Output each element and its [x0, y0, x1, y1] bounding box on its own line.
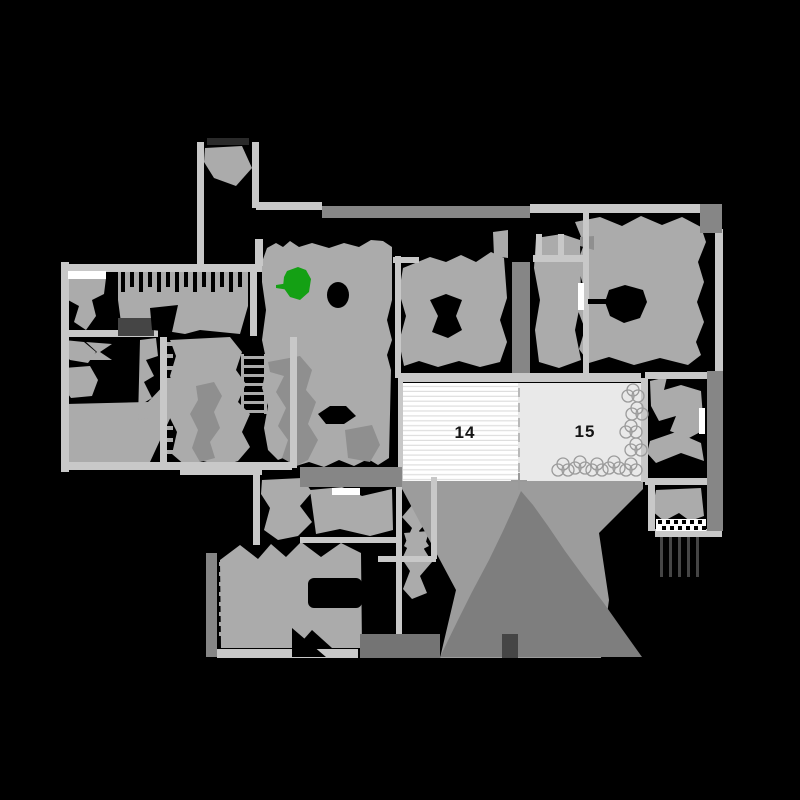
floor-blob	[493, 230, 508, 258]
floor-blob	[310, 487, 393, 536]
dark-bar-layer	[206, 204, 723, 657]
top-dark-bar	[322, 206, 530, 218]
floor-blob	[204, 146, 252, 186]
dark-cabinet-block	[118, 318, 154, 336]
door-window-layer	[68, 271, 705, 495]
floor-blob	[86, 342, 112, 360]
black-holes-layer	[121, 272, 647, 657]
door-slot	[332, 488, 360, 495]
floor-blob	[261, 478, 312, 540]
floor-blob	[138, 338, 158, 420]
floor-blob	[65, 278, 106, 330]
floor-blob	[534, 234, 581, 368]
floor-blob	[62, 366, 98, 398]
floor-blob	[66, 358, 197, 462]
courtyard-black-wedge	[601, 493, 643, 594]
pyramid-shadow	[440, 491, 642, 657]
right-dark-column	[707, 371, 723, 531]
floor-blob	[647, 432, 704, 463]
mid-dark-bar	[300, 467, 402, 487]
stairs-icon	[656, 519, 706, 577]
tree-icon	[276, 267, 311, 300]
corridor-lintel	[207, 138, 249, 145]
room-14[interactable]	[403, 383, 518, 481]
floor-blob	[652, 488, 704, 521]
floor-blob	[402, 531, 432, 599]
walls-layer	[61, 142, 723, 658]
floor-blob-bottom-left	[220, 542, 362, 648]
bottom-left-dark-bar	[206, 553, 217, 657]
top-right-block	[700, 204, 722, 233]
room-14-label: 14	[455, 423, 476, 442]
room-15-label: 15	[575, 422, 596, 441]
door-slot	[699, 408, 705, 434]
central-shaft	[512, 262, 530, 373]
pyramid-notch	[502, 634, 518, 658]
door-slot	[578, 283, 584, 310]
window-slot	[68, 271, 106, 279]
floor-blob	[650, 377, 704, 438]
bottom-dark-block	[360, 634, 440, 658]
floor-blob	[62, 340, 96, 363]
